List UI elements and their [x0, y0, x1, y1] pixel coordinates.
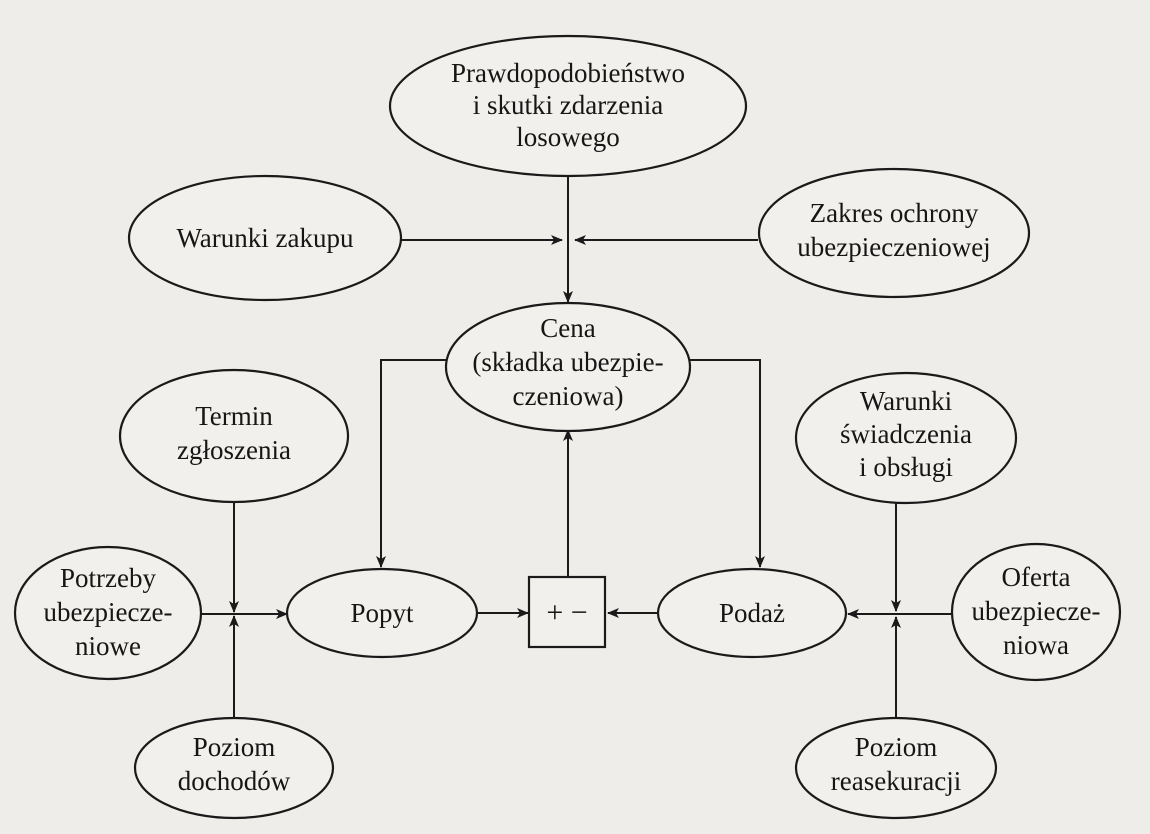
node-poziom-reasekuracji-line-1: Poziom	[855, 732, 938, 762]
node-warunki-swiadczenia-line-3: i obsługi	[859, 452, 953, 482]
node-cena-line-2: (składka ubezpie-	[472, 347, 663, 377]
node-warunki-swiadczenia-line-1: Warunki	[860, 386, 952, 416]
node-prawdopodobienstwo-line-3: losowego	[516, 122, 620, 152]
node-poziom-dochodow-line-2: dochodów	[178, 766, 291, 796]
node-cena: Cena (składka ubezpie- czeniowa)	[444, 301, 692, 433]
node-popyt-line-1: Popyt	[350, 598, 414, 628]
node-operator-line-1: + −	[546, 596, 587, 629]
node-termin: Termin zgłoszenia	[118, 368, 350, 504]
node-poziom-reasekuracji-shape	[794, 716, 998, 820]
node-potrzeby-line-3: niowe	[75, 631, 141, 661]
node-warunki-zakupu: Warunki zakupu	[127, 174, 403, 302]
node-podaz-line-1: Podaż	[719, 598, 785, 628]
node-potrzeby-shape	[13, 545, 203, 681]
node-prawdopodobienstwo-shape	[388, 34, 748, 178]
node-oferta-shape	[950, 542, 1122, 682]
node-prawdopodobienstwo-line-2: i skutki zdarzenia	[473, 90, 663, 120]
node-warunki-swiadczenia-line-2: świadczenia	[840, 419, 972, 449]
edge-cena-podaz	[683, 359, 765, 568]
node-potrzeby-line-1: Potrzeby	[60, 563, 156, 593]
node-zakres-ochrony-shape	[757, 167, 1031, 299]
node-poziom-dochodow-line-1: Poziom	[193, 732, 276, 762]
node-potrzeby: Potrzeby ubezpiecze- niowe	[13, 545, 203, 681]
node-oferta-line-1: Oferta	[1002, 562, 1071, 592]
node-zakres-ochrony: Zakres ochrony ubezpieczeniowej	[757, 167, 1031, 299]
node-operator: + −	[527, 575, 607, 649]
node-cena-shape	[444, 301, 692, 433]
node-poziom-reasekuracji-line-2: reasekuracji	[831, 766, 961, 796]
edges	[200, 175, 952, 722]
node-operator-shape	[527, 575, 607, 649]
node-oferta: Oferta ubezpiecze- niowa	[950, 542, 1122, 682]
node-zakres-ochrony-line-2: ubezpieczeniowej	[797, 232, 990, 262]
node-podaz: Podaż	[656, 567, 848, 659]
node-potrzeby-line-2: ubezpiecze-	[44, 597, 173, 627]
node-cena-line-1: Cena	[540, 313, 595, 343]
node-podaz-shape	[656, 567, 848, 659]
node-poziom-dochodow: Poziom dochodów	[133, 716, 335, 820]
node-warunki-zakupu-shape	[127, 174, 403, 302]
node-oferta-line-3: niowa	[1003, 630, 1069, 660]
node-prawdopodobienstwo: Prawdopodobieństwo i skutki zdarzenia lo…	[388, 34, 748, 178]
node-termin-line-2: zgłoszenia	[177, 435, 291, 465]
node-popyt-shape	[285, 567, 479, 659]
node-warunki-zakupu-line-1: Warunki zakupu	[176, 223, 354, 253]
node-cena-line-3: czeniowa)	[513, 381, 624, 411]
node-poziom-reasekuracji: Poziom reasekuracji	[794, 716, 998, 820]
node-oferta-line-2: ubezpiecze-	[972, 596, 1101, 626]
node-popyt: Popyt	[285, 567, 479, 659]
node-termin-shape	[118, 368, 350, 504]
node-poziom-dochodow-shape	[133, 716, 335, 820]
node-warunki-swiadczenia-shape	[794, 371, 1018, 505]
node-warunki-swiadczenia: Warunki świadczenia i obsługi	[794, 371, 1018, 505]
node-zakres-ochrony-line-1: Zakres ochrony	[810, 198, 979, 228]
node-prawdopodobienstwo-line-1: Prawdopodobieństwo	[451, 58, 685, 88]
edge-cena-popyt	[376, 359, 455, 568]
node-termin-line-1: Termin	[195, 401, 273, 431]
